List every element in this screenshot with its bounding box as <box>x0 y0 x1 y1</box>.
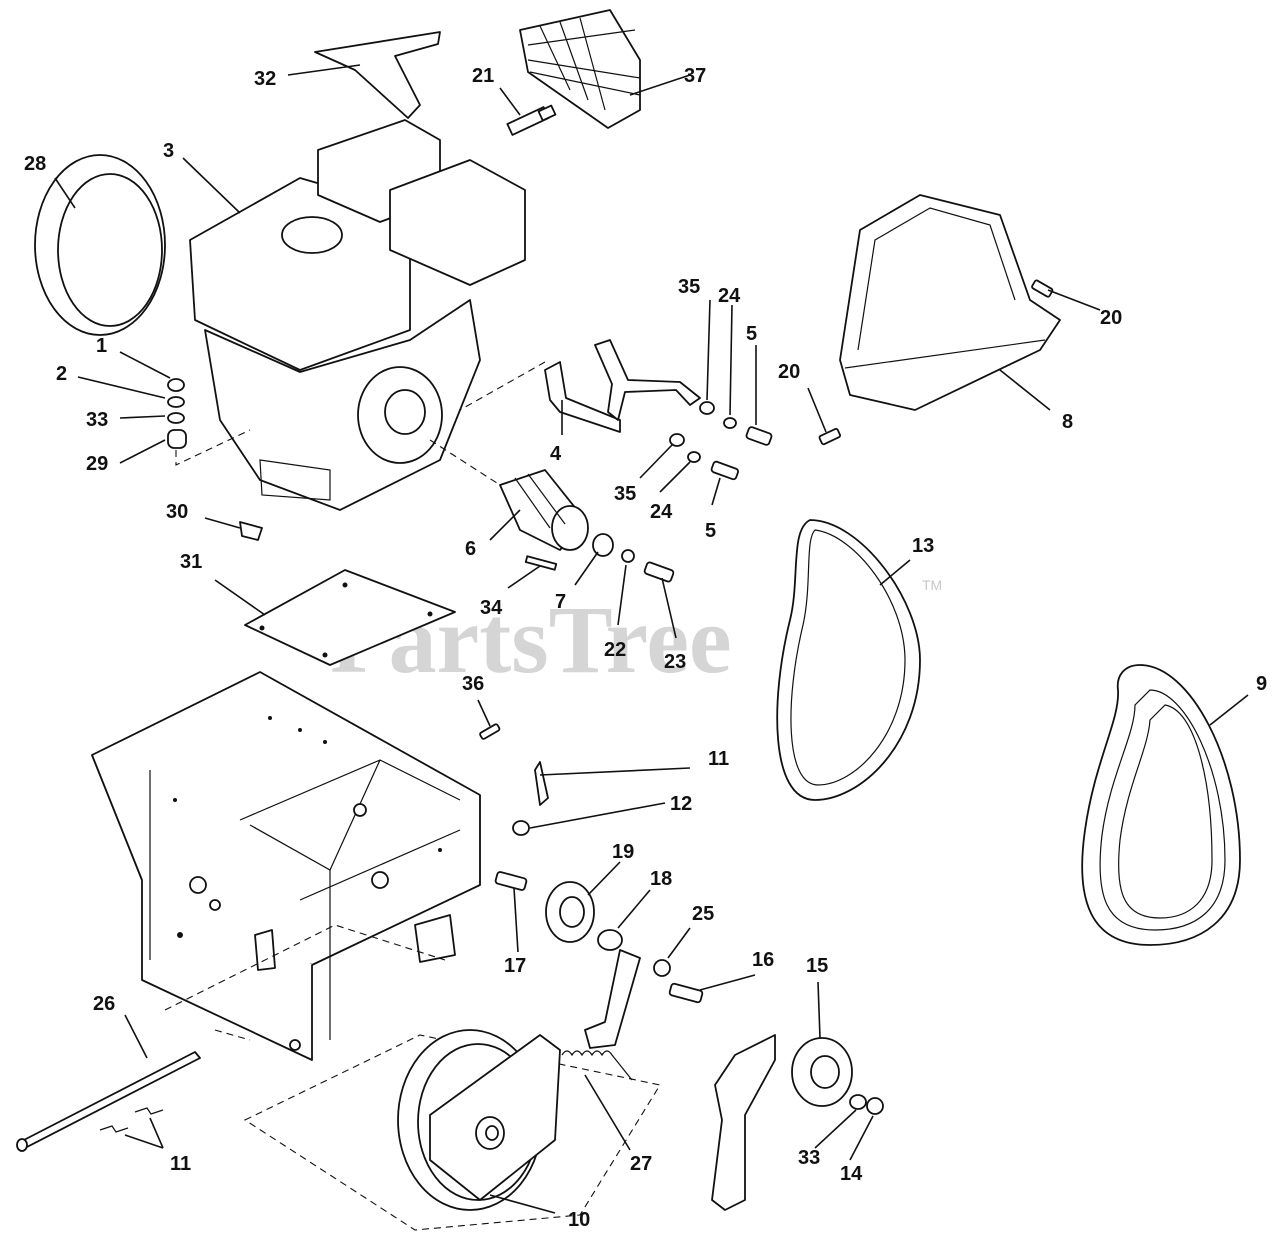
part-screw-36 <box>479 723 501 740</box>
part-idler-bracket <box>711 1034 776 1211</box>
part-idler-arm <box>584 949 641 1049</box>
callout-8: 8 <box>1062 411 1073 433</box>
callout-20b: 20 <box>778 361 800 383</box>
callout-35b: 35 <box>614 483 636 505</box>
callout-20a: 20 <box>1100 307 1122 329</box>
callout-23: 23 <box>664 651 686 673</box>
callout-11b: 11 <box>170 1153 191 1175</box>
part-spring-27 <box>561 1050 633 1081</box>
part-bracket <box>314 31 441 119</box>
leader-lines <box>54 64 1249 1214</box>
frame-floor-outline <box>164 924 661 1231</box>
part-hardware-upper <box>699 401 773 446</box>
callout-11a: 11 <box>708 748 729 770</box>
part-belt-9 <box>1081 664 1241 946</box>
callout-21: 21 <box>472 65 494 87</box>
callout-2: 2 <box>56 363 67 385</box>
callout-29: 29 <box>86 453 108 475</box>
part-drive-pulley-assembly <box>397 1029 561 1211</box>
callout-22: 22 <box>604 639 626 661</box>
part-engine-mount-hardware <box>167 378 251 466</box>
part-hardware-lower <box>669 433 739 481</box>
part-rod <box>16 1051 201 1152</box>
callout-28: 28 <box>24 153 46 175</box>
callout-16: 16 <box>752 949 774 971</box>
part-nut-25 <box>653 959 671 977</box>
part-frame <box>91 671 481 1061</box>
part-engine <box>189 119 526 511</box>
part-plate <box>244 569 456 666</box>
callout-36: 36 <box>462 673 484 695</box>
callout-27: 27 <box>630 1153 652 1175</box>
part-belt-13 <box>776 519 921 801</box>
callout-24b: 24 <box>650 501 673 523</box>
part-belt-guard-ring <box>34 154 166 336</box>
part-lower-pulley-assembly <box>791 1037 884 1115</box>
part-bolt-16 <box>668 982 704 1004</box>
callout-25: 25 <box>692 903 714 925</box>
part-belt-cover <box>839 194 1061 411</box>
callout-4: 4 <box>550 443 562 465</box>
callout-30: 30 <box>166 501 188 523</box>
callout-3: 3 <box>163 140 174 162</box>
callout-14: 14 <box>840 1163 863 1185</box>
part-control-linkage <box>459 339 701 433</box>
part-bolts-20 <box>818 279 1054 446</box>
watermark-trademark: TM <box>922 577 942 593</box>
callout-6: 6 <box>465 538 476 560</box>
callout-19: 19 <box>612 841 634 863</box>
callout-5b: 5 <box>705 520 716 542</box>
callout-24a: 24 <box>718 285 741 307</box>
callout-12: 12 <box>670 793 692 815</box>
callout-26: 26 <box>93 993 115 1015</box>
callout-33b: 33 <box>798 1147 820 1169</box>
callout-35a: 35 <box>678 276 700 298</box>
callout-labels: 1 2 3 4 5 5 6 7 8 9 10 11 11 12 13 14 15… <box>24 65 1267 1231</box>
callout-33a: 33 <box>86 409 108 431</box>
callout-15: 15 <box>806 955 828 977</box>
callout-37: 37 <box>684 65 706 87</box>
part-idler-pulley-assembly <box>494 871 623 951</box>
callout-5a: 5 <box>746 323 757 345</box>
part-spring-and-washer <box>512 761 549 836</box>
part-engine-pulley <box>429 439 589 551</box>
part-hairpin-clips <box>99 1107 164 1133</box>
callout-17: 17 <box>504 955 526 977</box>
callout-7: 7 <box>555 591 566 613</box>
callout-18: 18 <box>650 868 672 890</box>
callout-9: 9 <box>1256 673 1267 695</box>
part-key <box>524 555 558 571</box>
callout-32: 32 <box>254 68 276 90</box>
part-wire-basket <box>519 9 641 129</box>
part-clip <box>239 521 263 541</box>
callout-34: 34 <box>480 597 503 619</box>
part-spark-plug <box>506 104 557 136</box>
part-pulley-hardware <box>592 533 675 583</box>
callout-10: 10 <box>568 1209 590 1231</box>
callout-31: 31 <box>180 551 202 573</box>
callout-13: 13 <box>912 535 934 557</box>
callout-1: 1 <box>96 335 107 357</box>
